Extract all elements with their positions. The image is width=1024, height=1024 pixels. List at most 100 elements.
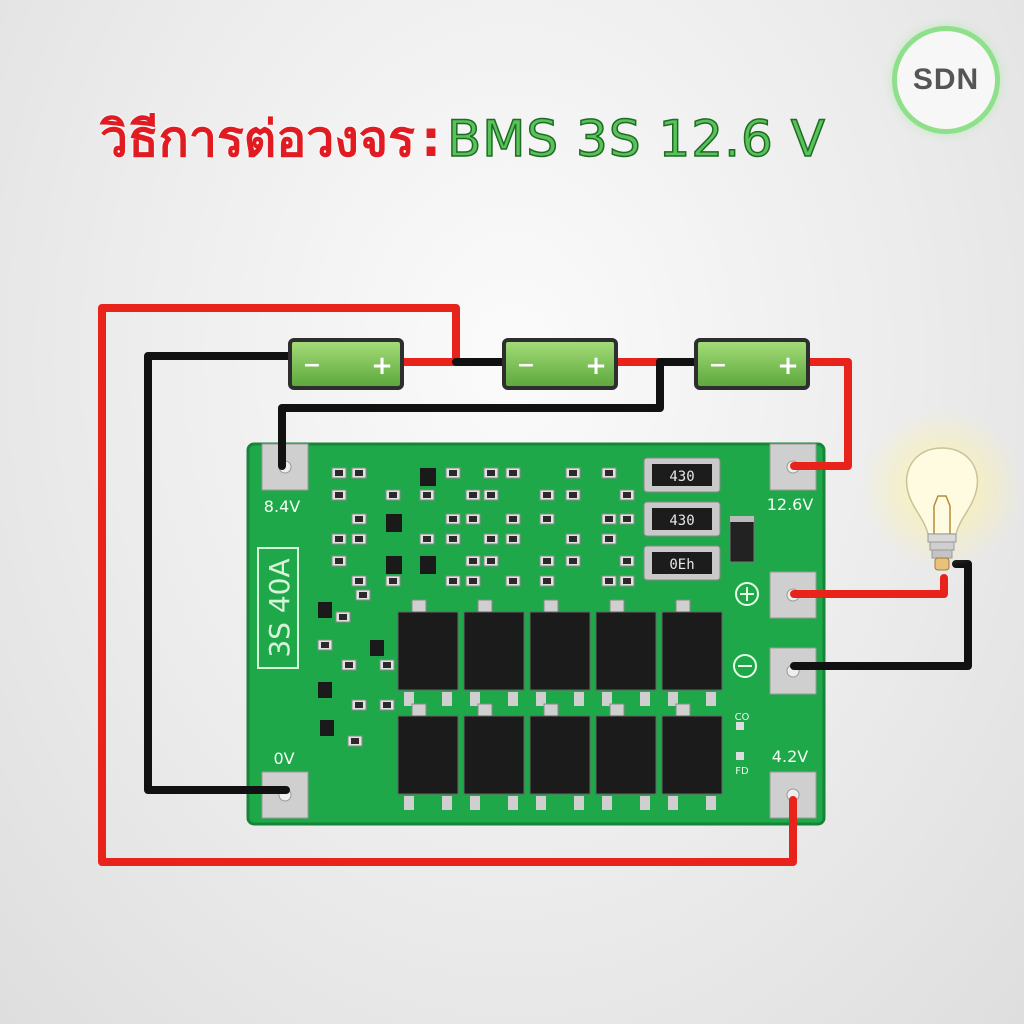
- ic-chip: [320, 720, 334, 736]
- smd-component: [539, 575, 555, 587]
- wire-battery3-positive-to-12-6v: [790, 358, 852, 470]
- smd-component: [317, 639, 333, 651]
- indicator-fd-label: FD: [735, 766, 749, 777]
- battery-3-negative-label: −: [709, 353, 727, 378]
- smd-component: [385, 489, 401, 501]
- title-thai: วิธีการต่อวงจร: [100, 110, 415, 168]
- resistor-3: 0Eh: [643, 545, 721, 581]
- pad-label-0v: 0V: [273, 749, 294, 768]
- wire-pplus-to-bulb: [790, 574, 948, 598]
- smd-component: [565, 467, 581, 479]
- mosfet-array: [397, 599, 723, 810]
- indicator-fd: FD: [735, 752, 749, 777]
- smd-component: [601, 513, 617, 525]
- mosfet: [595, 703, 657, 810]
- smd-component: [379, 699, 395, 711]
- pad-label-12-6v: 12.6V: [767, 495, 814, 514]
- diode: [729, 515, 755, 563]
- smd-component: [331, 533, 347, 545]
- smd-component: [565, 533, 581, 545]
- smd-component: [341, 659, 357, 671]
- smd-component: [351, 575, 367, 587]
- battery-3: − +: [694, 338, 810, 390]
- pad-bminus: [261, 771, 309, 819]
- smd-component: [331, 555, 347, 567]
- smd-component: [331, 489, 347, 501]
- model-label-text: 3S 40A: [263, 558, 296, 657]
- smd-component: [601, 533, 617, 545]
- smd-component: [355, 589, 371, 601]
- smd-component: [601, 467, 617, 479]
- battery-2: − +: [502, 338, 618, 390]
- logo-text: SDN: [912, 63, 980, 96]
- smd-component: [419, 533, 435, 545]
- wire-b1-to-battery-junction: [98, 304, 797, 866]
- smd-component: [483, 533, 499, 545]
- smd-component: [335, 611, 351, 623]
- ic-chip: [318, 682, 332, 698]
- mosfet: [529, 599, 591, 706]
- bms-board: 3S 40A 8.4V 12.6V: [246, 442, 826, 826]
- smd-component: [379, 659, 395, 671]
- smd-component: [445, 533, 461, 545]
- indicator-co: CO: [735, 712, 750, 730]
- ic-chip: [370, 640, 384, 656]
- mosfet: [661, 599, 723, 706]
- model-label: 3S 40A: [257, 547, 299, 669]
- smd-component: [465, 575, 481, 587]
- wire-8-4v-to-junction: [278, 358, 664, 470]
- smd-component: [347, 735, 363, 747]
- mosfet: [397, 599, 459, 706]
- pad-label-4-2v: 4.2V: [772, 747, 808, 766]
- ic-chip: [386, 556, 402, 574]
- page-title: วิธีการต่อวงจร:BMS 3S 12.6 V: [100, 104, 826, 174]
- smd-component: [505, 533, 521, 545]
- smd-component: [539, 555, 555, 567]
- resistor-1-label: 430: [669, 469, 694, 485]
- smd-component: [385, 575, 401, 587]
- smd-component: [483, 467, 499, 479]
- smd-components: [317, 467, 635, 747]
- battery-pack: − + − + − +: [288, 338, 810, 390]
- plus-symbol-icon: [735, 582, 759, 606]
- smd-component: [465, 489, 481, 501]
- battery-1: − +: [288, 338, 404, 390]
- mosfet: [463, 599, 525, 706]
- smd-component: [539, 513, 555, 525]
- smd-component: [483, 555, 499, 567]
- pad-label-8-4v: 8.4V: [264, 497, 300, 516]
- mosfet: [595, 599, 657, 706]
- smd-component: [419, 489, 435, 501]
- smd-component: [565, 489, 581, 501]
- smd-component: [445, 467, 461, 479]
- ic-chip: [318, 602, 332, 618]
- smd-component: [619, 489, 635, 501]
- smd-component: [483, 489, 499, 501]
- smd-component: [505, 467, 521, 479]
- resistor-3-label: 0Eh: [669, 557, 694, 573]
- minus-symbol-icon: [733, 654, 757, 678]
- smd-component: [505, 575, 521, 587]
- smd-component: [619, 555, 635, 567]
- wire-0v-to-battery1-negative: [144, 352, 300, 794]
- light-bulb-icon: [862, 408, 1022, 571]
- title-model: BMS 3S 12.6 V: [446, 109, 826, 169]
- resistor-2-label: 430: [669, 513, 694, 529]
- title-separator: :: [420, 110, 441, 168]
- battery-3-positive-label: +: [777, 351, 799, 381]
- ic-chip: [420, 556, 436, 574]
- pad-pminus: [769, 647, 817, 695]
- smd-component: [331, 467, 347, 479]
- mosfet: [397, 703, 459, 810]
- mosfet: [661, 703, 723, 810]
- smd-component: [351, 699, 367, 711]
- battery-2-positive-label: +: [585, 351, 607, 381]
- battery-1-negative-label: −: [303, 353, 321, 378]
- smd-component: [351, 467, 367, 479]
- smd-component: [445, 513, 461, 525]
- resistor-2: 430: [643, 501, 721, 537]
- ic-chip: [386, 514, 402, 532]
- smd-component: [465, 513, 481, 525]
- smd-component: [465, 555, 481, 567]
- mosfet: [529, 703, 591, 810]
